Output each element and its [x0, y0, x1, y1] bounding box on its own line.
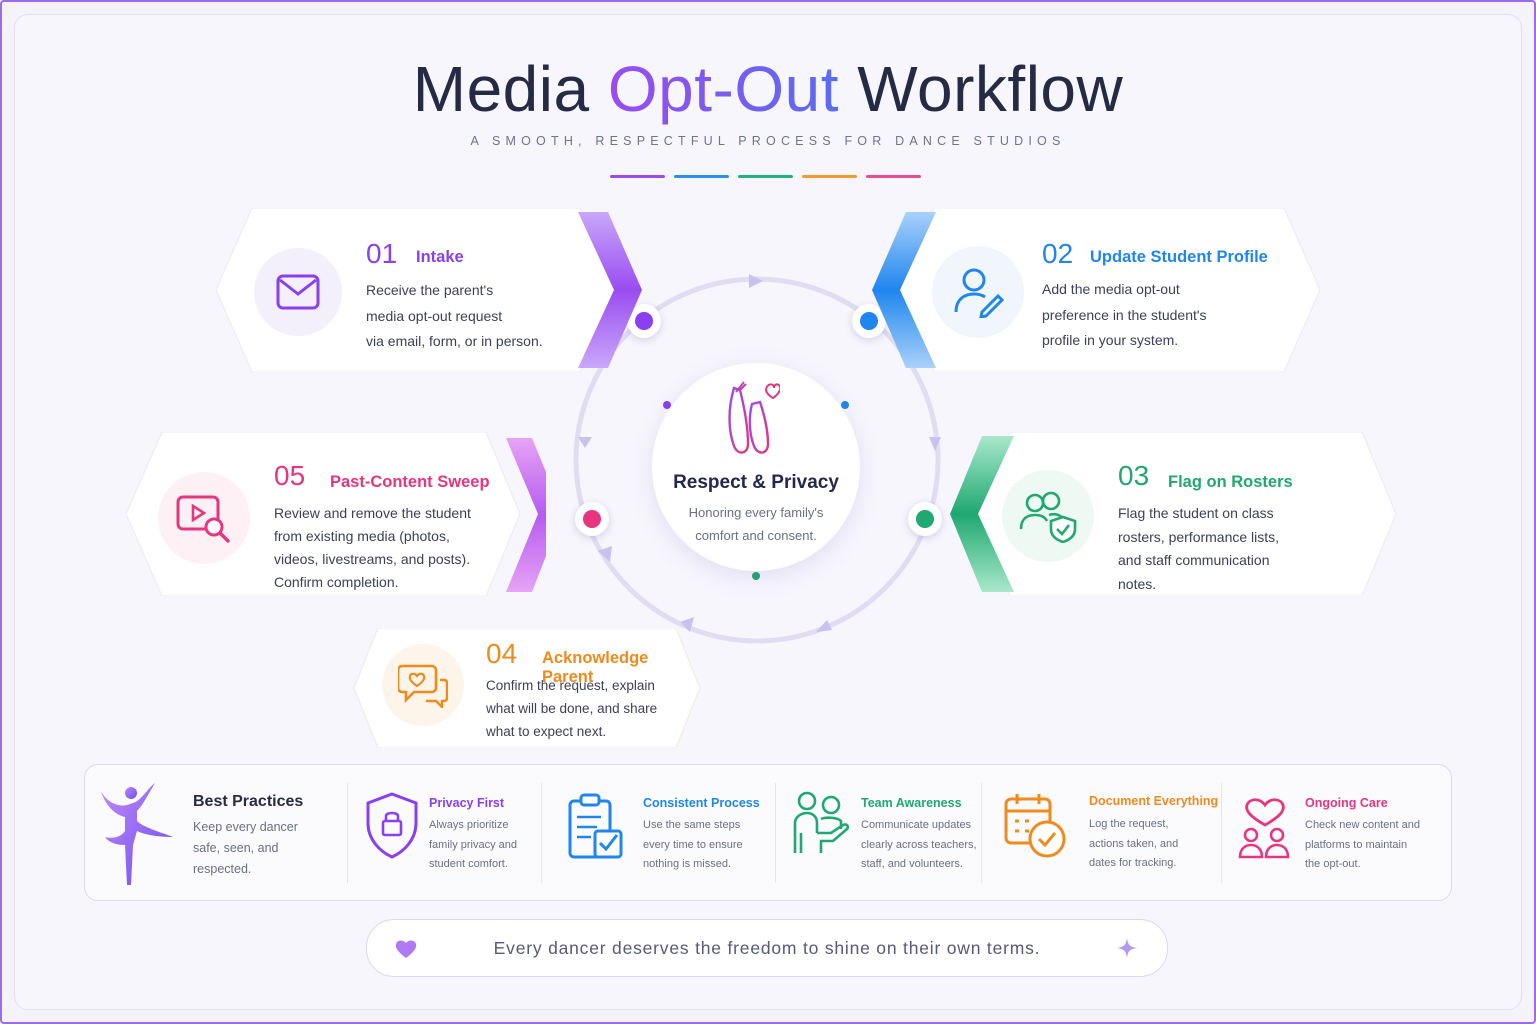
page-subtitle: A SMOOTH, RESPECTFUL PROCESS FOR DANCE S… [470, 134, 1066, 148]
node-flag-rosters [908, 502, 942, 536]
step-card-past-content: 05 Past-Content Sweep Review and remove … [126, 432, 546, 596]
dash-2 [674, 175, 729, 178]
envelope-icon-circle [254, 248, 342, 336]
team-icon [793, 791, 850, 853]
dash-4 [802, 175, 857, 178]
divider [775, 783, 776, 883]
step-title: Update Student Profile [1090, 248, 1268, 266]
ring-arrow-right [929, 437, 941, 451]
shield-lock-icon [366, 792, 418, 859]
user-edit-icon [954, 268, 1004, 318]
step-card-flag-rosters: 03 Flag on Rosters Flag the student on c… [950, 432, 1396, 596]
best-practices-title: Best Practices [193, 793, 304, 810]
card-shape [950, 432, 1396, 596]
center-title: Respect & Privacy [673, 472, 839, 493]
step-number: 04 [486, 638, 518, 669]
page-title: Media Opt-Out Workflow [412, 53, 1124, 125]
sparkle-icon [1117, 938, 1137, 958]
chat-heart-icon [398, 664, 448, 708]
step-title: Flag on Rosters [1168, 473, 1293, 491]
heart-people-icon [1238, 798, 1290, 859]
practice-title: Privacy First [429, 796, 505, 810]
ring-arrow-left-low [598, 546, 612, 562]
center-badge [652, 363, 860, 571]
chat-heart-icon-circle [382, 644, 464, 726]
card-shape [872, 208, 1320, 372]
step-title: Past-Content Sweep [330, 473, 490, 491]
step-number: 02 [1042, 238, 1074, 269]
center-dot-green [752, 572, 760, 580]
practice-title: Consistent Process [643, 796, 760, 810]
practice-title: Document Everything [1089, 794, 1219, 808]
divider [541, 783, 542, 883]
step-card-acknowledge: 04 Acknowledge Parent Confirm the reques… [354, 628, 700, 748]
practice-title: Team Awareness [861, 796, 962, 810]
step-card-update-profile: 02 Update Student Profile Add the media … [872, 208, 1320, 372]
ring-arrow-left [578, 437, 592, 448]
clipboard-check-icon [568, 793, 623, 859]
dash-1 [610, 175, 665, 178]
ring-arrow-bottom-left [680, 617, 694, 632]
step-number: 05 [274, 460, 306, 491]
ring-arrow-top [749, 274, 763, 288]
practice-title: Ongoing Care [1305, 796, 1388, 810]
footer-banner: Every dancer deserves the freedom to shi… [366, 919, 1168, 977]
step-number: 03 [1118, 460, 1150, 491]
center-dot-purple [663, 401, 671, 409]
node-update-profile [852, 304, 886, 338]
user-edit-icon-circle [932, 246, 1024, 338]
footer-text: Every dancer deserves the freedom to shi… [493, 938, 1041, 958]
step-title: Intake [416, 248, 464, 266]
video-search-icon [176, 495, 230, 543]
center-dot-blue [841, 401, 849, 409]
heart-icon [395, 940, 417, 958]
calendar-check-icon [1004, 794, 1066, 858]
divider [347, 783, 348, 883]
ring-arrow-bottom-right [816, 620, 832, 632]
node-past-content [575, 502, 609, 536]
dash-3 [738, 175, 793, 178]
video-search-icon-circle [158, 472, 250, 564]
divider [1221, 783, 1222, 883]
dash-5 [866, 175, 921, 178]
ballet-shoes-heart-icon [728, 381, 780, 454]
divider [981, 783, 982, 883]
envelope-icon [276, 274, 320, 310]
step-number: 01 [366, 238, 398, 269]
ballerina-icon [101, 783, 173, 885]
users-shield-icon-circle [1002, 470, 1094, 562]
users-shield-icon [1019, 491, 1077, 543]
color-dashes [610, 175, 921, 178]
step-title: Acknowledge Parent [542, 649, 649, 686]
